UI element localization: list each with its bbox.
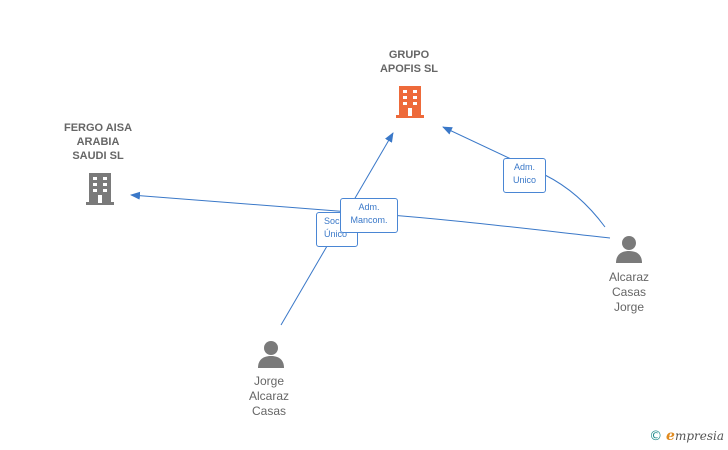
- company-label-fergo-aisa[interactable]: FERGO AISA ARABIA SAUDI SL: [63, 122, 133, 162]
- brand-logo: © empresia: [649, 428, 724, 444]
- brand-e: e: [666, 428, 675, 444]
- building-icon[interactable]: [84, 170, 116, 206]
- edge-label-adm-unico[interactable]: Adm. Unico: [503, 158, 546, 193]
- person-icon[interactable]: [256, 339, 286, 369]
- building-icon[interactable]: [394, 83, 426, 119]
- copyright-icon: ©: [649, 429, 663, 444]
- company-label-grupo-apofis[interactable]: GRUPO APOFIS SL: [379, 49, 439, 75]
- person-label-jorge-alcaraz-casas[interactable]: Jorge Alcaraz Casas: [248, 374, 289, 418]
- brand-name: mpresia: [674, 429, 724, 443]
- edge-label-adm-mancom[interactable]: Adm. Mancom.: [340, 198, 398, 233]
- person-icon[interactable]: [614, 234, 644, 264]
- person-label-alcaraz-casas-jorge[interactable]: Alcaraz Casas Jorge: [608, 270, 649, 314]
